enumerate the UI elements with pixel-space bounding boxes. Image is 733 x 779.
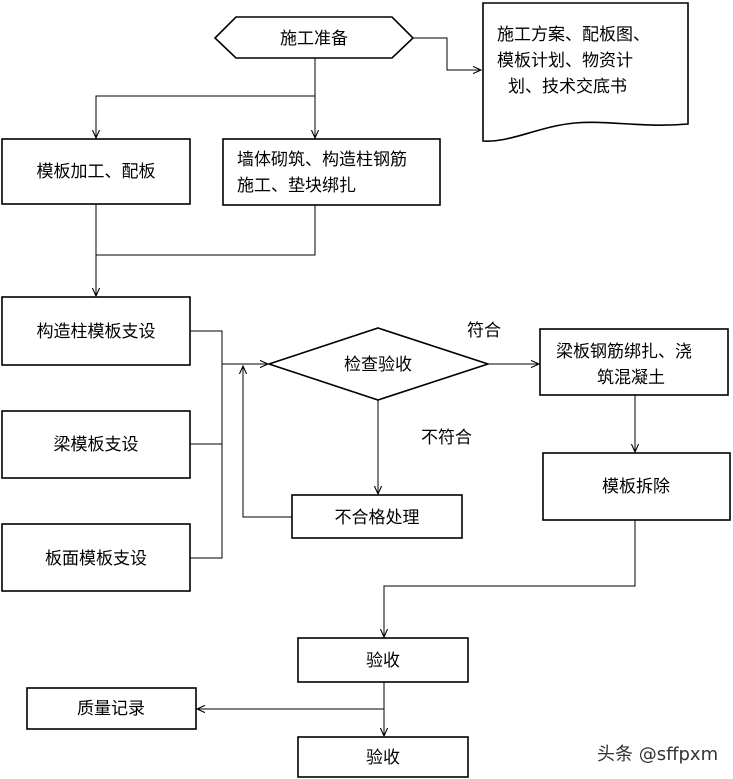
node-prep: 施工准备: [213, 16, 415, 59]
node-rebar-concrete-line2: 筑混凝土: [597, 368, 665, 388]
node-beam-formwork-label: 梁模板支设: [54, 435, 139, 455]
connector-removal-to-accept: [384, 520, 636, 637]
node-nonconform: 不合格处理: [291, 494, 463, 539]
node-documents-line2: 模板计划、物资计: [497, 51, 633, 71]
node-formwork-processing-label: 模板加工、配板: [37, 162, 156, 182]
node-rebar-concrete: 梁板钢筋绑扎、浇 筑混凝土: [539, 328, 729, 396]
node-rebar-concrete-line1: 梁板钢筋绑扎、浇: [556, 342, 692, 362]
node-slab-formwork: 板面模板支设: [1, 523, 191, 592]
node-documents: 施工方案、配板图、 模板计划、物资计 划、技术交底书: [482, 2, 689, 142]
connector-prep-to-documents: [413, 37, 481, 70]
node-quality-record-label: 质量记录: [77, 699, 145, 719]
node-slab-formwork-label: 板面模板支设: [45, 549, 147, 569]
node-formwork-removal-label: 模板拆除: [602, 477, 670, 497]
node-masonry-line2: 施工、垫块绑扎: [237, 176, 356, 196]
label-fail: 不符合: [421, 428, 472, 448]
node-inspection-label: 检查验收: [344, 355, 412, 375]
connector-masonry-merge: [96, 205, 316, 256]
node-acceptance-2-label: 验收: [366, 748, 400, 768]
node-quality-record: 质量记录: [26, 687, 197, 730]
node-beam-formwork: 梁模板支设: [1, 410, 191, 479]
node-acceptance-1-label: 验收: [366, 651, 400, 671]
node-prep-label: 施工准备: [280, 29, 348, 49]
node-inspection: 检查验收: [266, 327, 491, 401]
connector-nonconform-loop: [243, 366, 292, 518]
label-pass: 符合: [467, 321, 501, 341]
watermark: 头条 @sffpxm: [597, 744, 718, 765]
node-column-formwork-label: 构造柱模板支设: [37, 322, 156, 342]
node-formwork-removal: 模板拆除: [542, 452, 731, 521]
node-masonry-line1: 墙体砌筑、构造柱钢筋: [237, 150, 407, 170]
connectors: [96, 37, 636, 736]
node-column-formwork: 构造柱模板支设: [1, 296, 191, 366]
node-acceptance-1: 验收: [297, 637, 469, 683]
node-documents-line3: 划、技术交底书: [508, 77, 627, 97]
node-masonry: 墙体砌筑、构造柱钢筋 施工、垫块绑扎: [222, 138, 441, 206]
connector-prep-to-processing: [96, 95, 315, 138]
node-documents-line1: 施工方案、配板图、: [497, 25, 650, 45]
node-nonconform-label: 不合格处理: [335, 508, 420, 528]
node-formwork-processing: 模板加工、配板: [1, 138, 191, 205]
node-acceptance-2: 验收: [297, 736, 469, 778]
